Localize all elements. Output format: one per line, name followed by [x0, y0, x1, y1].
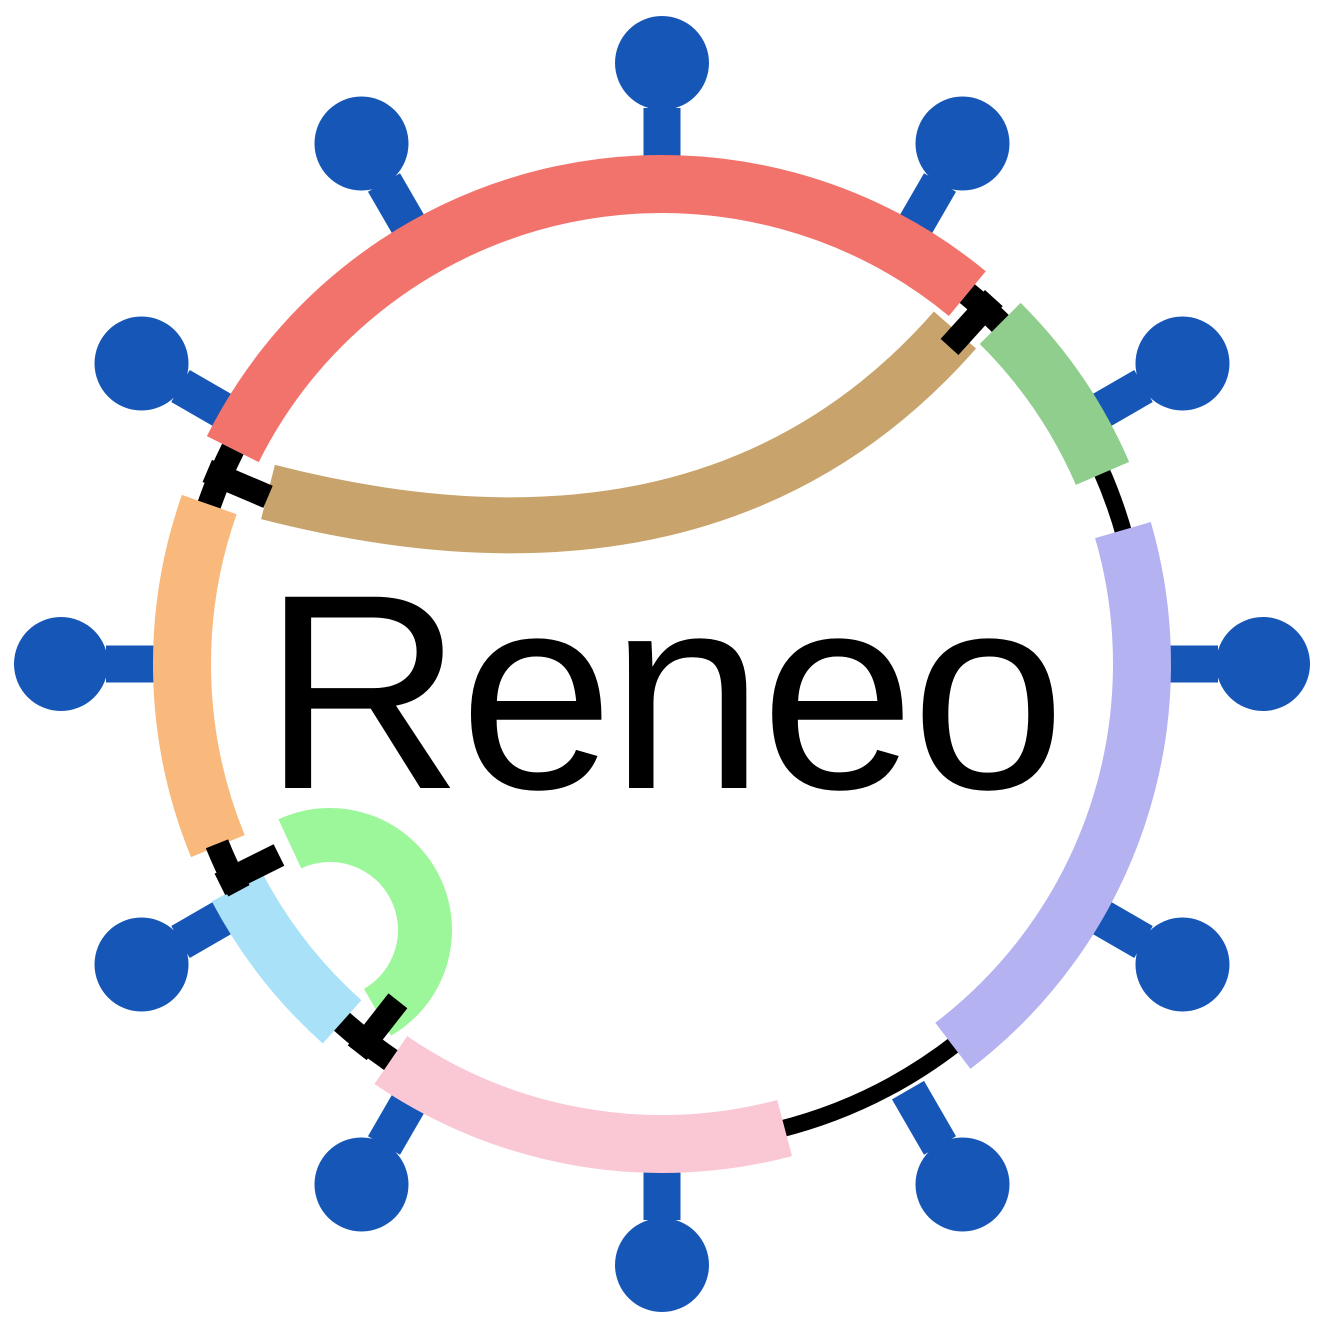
pin-head: [915, 1137, 1010, 1232]
wordmark: Reneo: [262, 536, 1061, 847]
pin-head: [14, 617, 108, 711]
inner-loop-arc: [278, 808, 452, 1036]
pin-head: [314, 1137, 409, 1232]
pin-head: [314, 96, 409, 191]
red-arc: [206, 155, 986, 463]
orange-arc: [153, 494, 245, 858]
inner-loop-group: [278, 808, 452, 1036]
tee-top-right-stub: [940, 289, 1003, 355]
pin-head: [94, 316, 189, 411]
pin-stem: [891, 1080, 957, 1155]
tee-top-left-stub: [202, 459, 273, 508]
tee-left-bottom-stub: [214, 844, 285, 896]
cyan-arc: [211, 874, 362, 1044]
black-connector-arc-right: [1092, 465, 1133, 539]
ring-segment-group: [153, 155, 1171, 1173]
pin-group: [14, 16, 1310, 1312]
pink-arc: [374, 1036, 793, 1173]
tee-connector-group: [197, 284, 1009, 1070]
green-arc: [979, 302, 1130, 486]
pin-head: [1135, 917, 1230, 1012]
pin-head: [1135, 316, 1230, 411]
chord-band-group: [261, 311, 977, 554]
lavender-arc: [935, 522, 1171, 1069]
pin-head: [1216, 617, 1310, 711]
tee-bottom-stub: [347, 993, 408, 1061]
pin-head: [615, 16, 709, 110]
pin-head: [615, 1218, 709, 1312]
black-connector-arc-bottom: [776, 1035, 963, 1138]
pin-head: [94, 917, 189, 1012]
chord-band: [261, 311, 977, 554]
pin-head: [915, 96, 1010, 191]
